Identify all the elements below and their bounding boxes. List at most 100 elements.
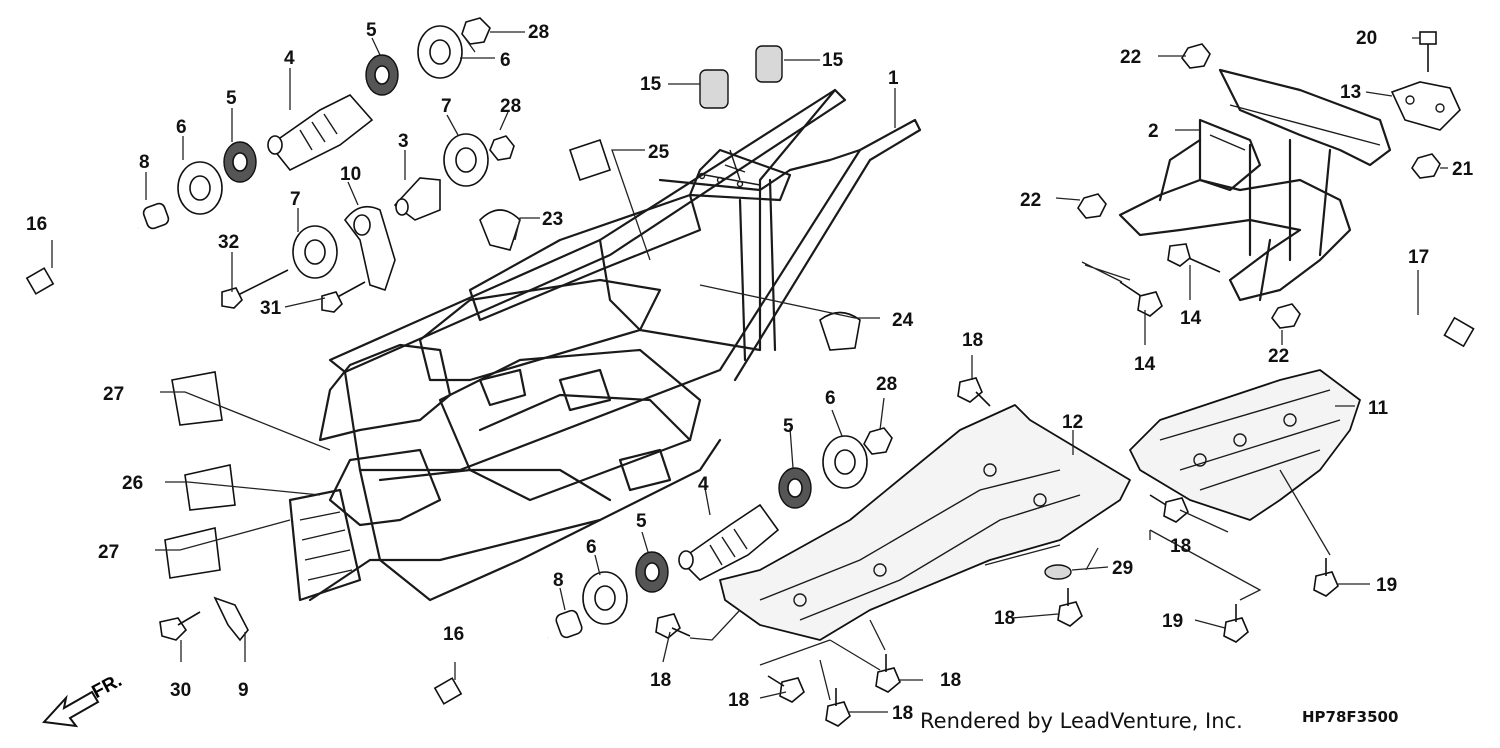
nut-21[interactable] [1411, 153, 1441, 179]
callout-18a: 18 [962, 330, 983, 351]
clamp-26[interactable] [184, 464, 236, 511]
clamp-15a[interactable] [699, 69, 729, 109]
nut-22-c[interactable] [1271, 303, 1301, 329]
bolt-18-f[interactable] [767, 675, 805, 703]
bushing-upper-left[interactable] [177, 161, 223, 215]
bolt-30[interactable] [159, 611, 201, 641]
skid-plate-12[interactable] [719, 404, 1131, 641]
callout-16a: 16 [26, 214, 47, 235]
callout-22b: 22 [1020, 190, 1041, 211]
subframe-2[interactable] [1118, 68, 1392, 302]
bolt-31[interactable] [321, 281, 366, 313]
callout-6c: 6 [825, 388, 836, 409]
callout-28b: 28 [500, 96, 521, 117]
callout-28c: 28 [876, 374, 897, 395]
part-labels: 1 2 3 4 4 5 5 5 5 6 6 6 6 7 7 8 8 9 10 1… [26, 20, 1474, 724]
callout-2: 2 [1148, 121, 1159, 142]
callout-14b: 14 [1134, 354, 1156, 375]
bolt-20[interactable] [1419, 31, 1437, 72]
gear-bushing-5b[interactable] [365, 54, 399, 96]
spacer-collar-upper[interactable] [142, 202, 170, 230]
bolt-18-g[interactable] [825, 688, 851, 727]
callout-5a: 5 [226, 88, 237, 109]
callout-32: 32 [218, 232, 239, 253]
callout-24: 24 [892, 310, 914, 331]
bolt-18-e[interactable] [875, 654, 901, 693]
callout-4a: 4 [284, 48, 295, 69]
credit-text: Rendered by LeadVenture, Inc. [920, 709, 1243, 733]
clamp-25[interactable] [568, 138, 612, 182]
bushing-6b[interactable] [417, 25, 463, 79]
callout-28a: 28 [528, 22, 549, 43]
bolt-14-a[interactable] [1167, 243, 1221, 273]
gear-bushing-5c[interactable] [635, 551, 669, 593]
front-direction-arrow-icon [41, 690, 100, 728]
callout-27b: 27 [98, 542, 119, 563]
callout-5b: 5 [366, 20, 377, 41]
gear-bushing-5d[interactable] [778, 467, 812, 509]
leader-lines [51, 31, 1448, 713]
skid-plate-11[interactable] [1129, 369, 1361, 521]
callout-26: 26 [122, 473, 143, 494]
long-bolt-upper[interactable] [25, 226, 139, 295]
callout-29: 29 [1112, 558, 1133, 579]
bushing-6d[interactable] [822, 435, 868, 489]
long-bolt-17[interactable] [1338, 258, 1475, 348]
bushing-7a[interactable] [443, 133, 489, 187]
bolt-14-b[interactable] [1119, 281, 1163, 317]
bolt-18-c[interactable] [1057, 588, 1083, 627]
bracket-10[interactable] [343, 205, 396, 292]
clamp-27-lower[interactable] [164, 527, 221, 579]
callout-15a: 15 [640, 74, 662, 95]
nut-22-b[interactable] [1077, 193, 1107, 219]
callout-9: 9 [238, 680, 249, 701]
bolt-18-d[interactable] [655, 613, 691, 639]
callout-18c: 18 [994, 608, 1015, 629]
clamp-27-upper[interactable] [171, 371, 223, 426]
callout-12: 12 [1062, 412, 1083, 433]
nut-28c[interactable] [863, 427, 893, 455]
washer-29[interactable] [1044, 564, 1072, 580]
callout-18f: 18 [728, 690, 749, 711]
bolt-18-b[interactable] [1149, 494, 1189, 523]
callout-8a: 8 [139, 152, 150, 173]
callout-13: 13 [1340, 82, 1361, 103]
bracket-9[interactable] [213, 596, 249, 642]
callout-31: 31 [260, 298, 282, 319]
bolt-19-b[interactable] [1223, 604, 1249, 643]
callout-18d: 18 [650, 670, 671, 691]
bracket-13[interactable] [1390, 81, 1461, 131]
gear-bushing-5a[interactable] [223, 141, 257, 183]
clamp-24[interactable] [819, 311, 861, 351]
nut-22-a[interactable] [1181, 43, 1211, 69]
callout-5d: 5 [636, 511, 647, 532]
bolt-18-a[interactable] [957, 377, 991, 407]
callout-14a: 14 [1180, 308, 1202, 329]
collar-3[interactable] [393, 177, 441, 221]
clamp-15b[interactable] [755, 45, 783, 83]
splined-collar-4a[interactable] [267, 94, 374, 172]
callout-21: 21 [1452, 159, 1474, 180]
long-bolt-lower[interactable] [433, 636, 549, 705]
callout-30: 30 [170, 680, 191, 701]
bolt-32[interactable] [221, 269, 289, 309]
callout-6a: 6 [176, 117, 187, 138]
callout-20: 20 [1356, 28, 1377, 49]
callout-5c: 5 [783, 416, 794, 437]
nut-28b[interactable] [489, 135, 515, 161]
callout-8b: 8 [553, 570, 564, 591]
nut-28a[interactable] [461, 17, 491, 45]
frame-body[interactable] [288, 88, 922, 602]
splined-collar-4b[interactable] [678, 503, 780, 581]
callout-7a: 7 [441, 96, 452, 117]
bushing-6c[interactable] [582, 571, 628, 625]
bolt-19-a[interactable] [1313, 558, 1339, 597]
clamp-23[interactable] [479, 209, 521, 251]
spacer-collar-lower[interactable] [555, 609, 584, 639]
callout-3: 3 [398, 131, 409, 152]
callout-25: 25 [648, 142, 670, 163]
callout-18b: 18 [1170, 536, 1191, 557]
callout-22a: 22 [1120, 47, 1141, 68]
bushing-7b[interactable] [292, 225, 338, 279]
